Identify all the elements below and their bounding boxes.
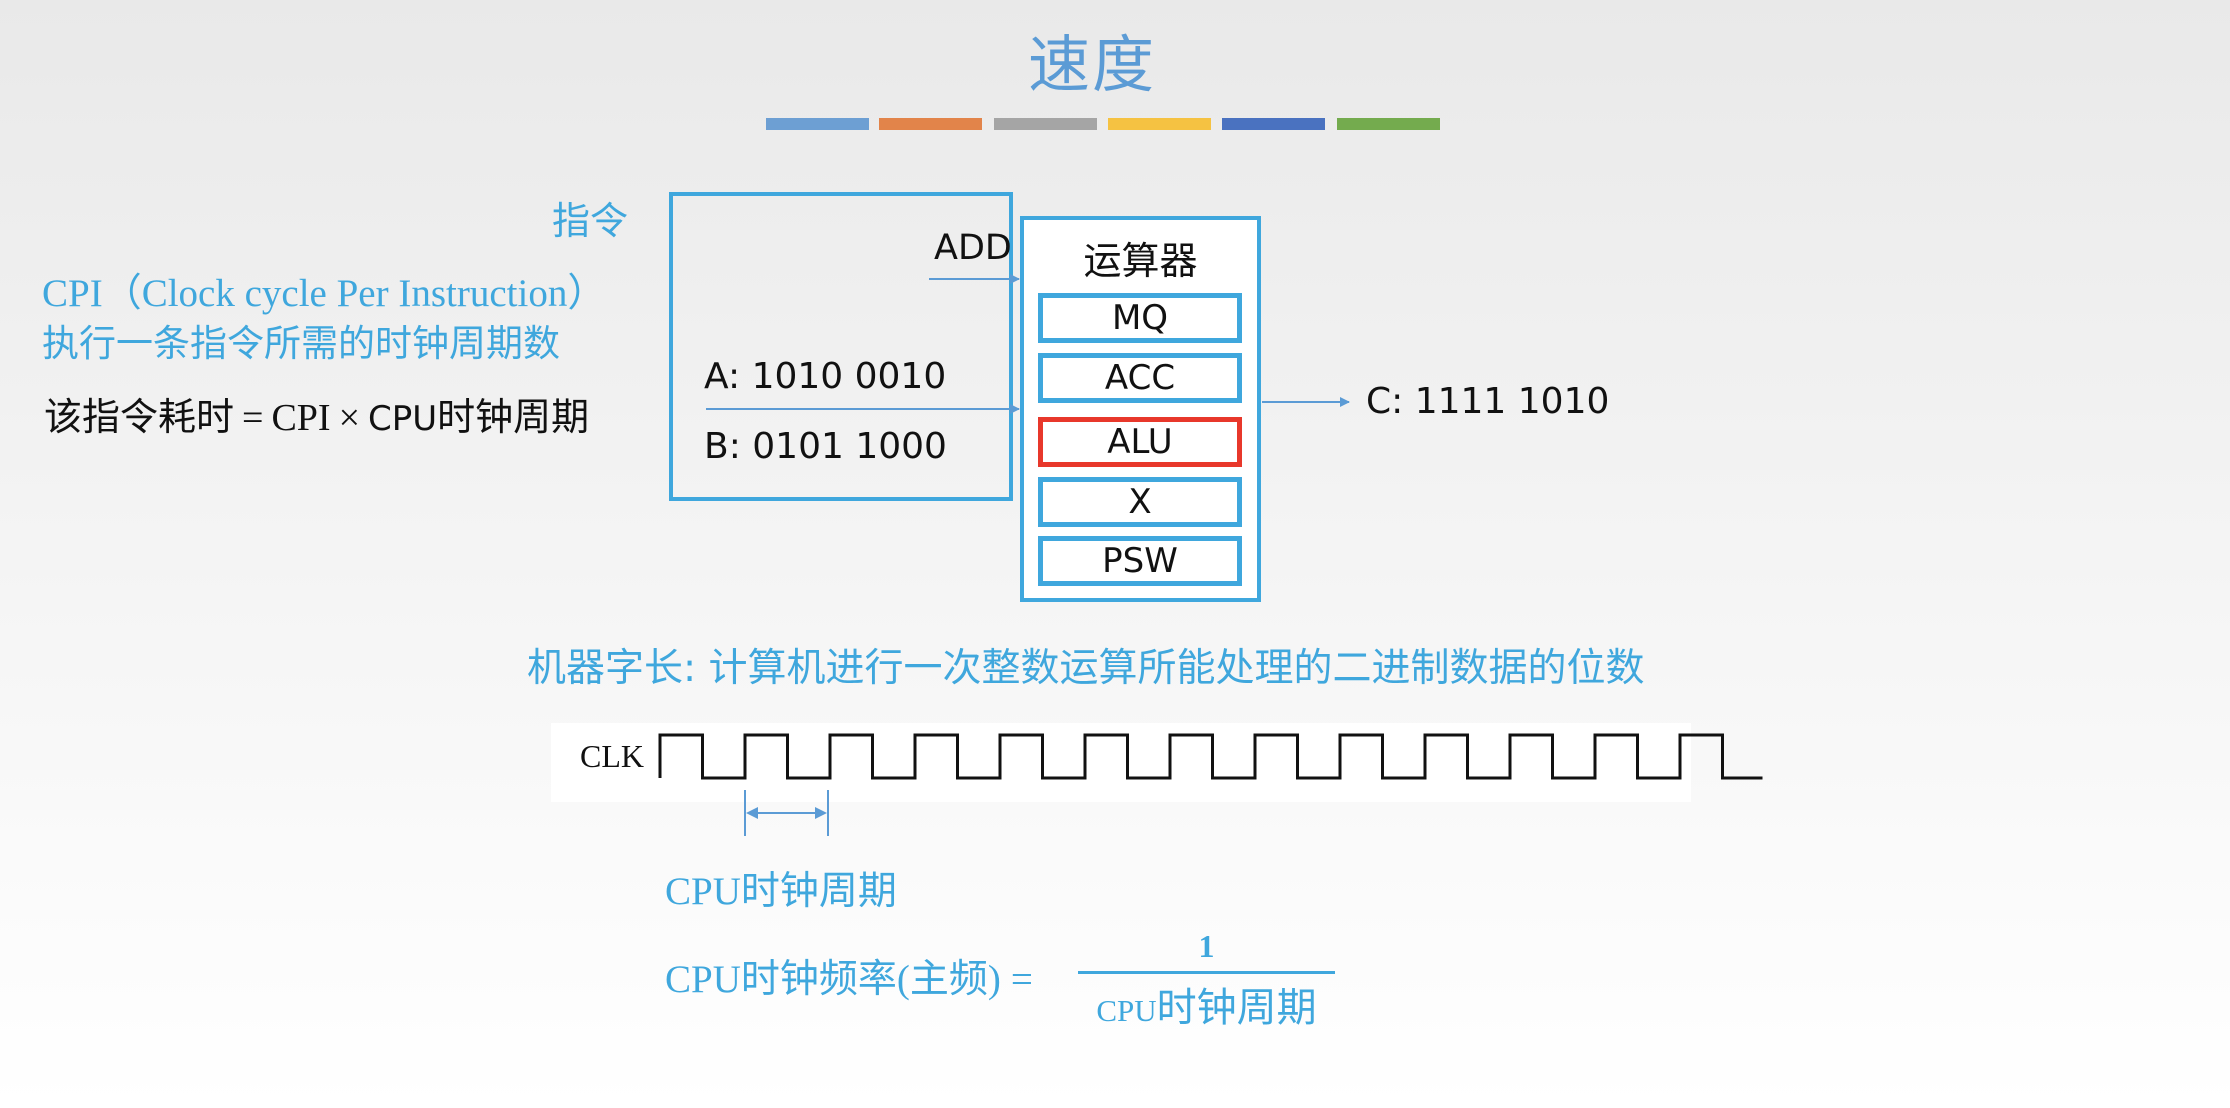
page-title: 速度	[1027, 28, 1156, 101]
divider-bar-2	[879, 118, 982, 130]
cpu-clock-period-text: CPU时钟周期	[665, 870, 897, 913]
add-label: ADD	[934, 228, 1012, 268]
clock-label: CLK	[580, 738, 644, 774]
denominator-cpu: CPU	[1096, 993, 1157, 1028]
register-psw: PSW	[1038, 536, 1242, 586]
divider-bar-6	[1337, 118, 1440, 130]
clock-panel	[551, 723, 1691, 802]
denominator-rest: 时钟周期	[1156, 985, 1317, 1031]
frequency-formula-lhs: CPU时钟频率(主频)=	[665, 948, 1033, 1004]
register-x: X	[1038, 477, 1242, 527]
period-arrowhead-right	[815, 807, 827, 819]
divider-bar-3	[994, 118, 1097, 130]
operand-a: A: 1010 0010	[704, 356, 947, 397]
frequency-lhs: CPU时钟频率(主频)	[665, 958, 1001, 1001]
register-mq: MQ	[1038, 293, 1242, 343]
word-length-definition: 机器字长: 计算机进行一次整数运算所能处理的二进制数据的位数	[527, 646, 1645, 691]
result-value: C: 1111 1010	[1366, 381, 1610, 422]
divider-bar-1	[766, 118, 869, 130]
divider-bar-5	[1222, 118, 1325, 130]
register-alu: ALU	[1038, 417, 1242, 467]
register-acc: ACC	[1038, 353, 1242, 403]
frequency-numerator: 1	[1198, 928, 1215, 964]
instruction-label: 指令	[552, 199, 629, 243]
formula-times: ×	[338, 397, 361, 439]
fraction-bar	[1078, 971, 1335, 974]
formula-prefix: 该指令耗时	[44, 395, 235, 439]
instruction-time-formula: 该指令耗时=CPI×CPU时钟周期	[44, 386, 589, 441]
frequency-denominator: CPU时钟周期	[1078, 975, 1335, 1033]
cpu-clock-period-label: CPU时钟周期	[665, 860, 897, 916]
alu-unit-title: 运算器	[1083, 239, 1198, 283]
operand-b: B: 0101 1000	[704, 426, 947, 467]
formula-cpi: CPI	[271, 397, 331, 439]
period-arrowhead-left	[746, 807, 758, 819]
cpi-definition: CPI（Clock cycle Per Instruction）	[42, 272, 607, 315]
frequency-equals: =	[1010, 958, 1033, 1001]
formula-equals: =	[242, 397, 264, 439]
operand-box	[669, 192, 1013, 501]
formula-suffix: 时钟周期	[437, 395, 590, 439]
divider-bar-4	[1108, 118, 1211, 130]
cpi-description: 执行一条指令所需的时钟周期数	[42, 322, 560, 365]
formula-cpu: CPU	[368, 399, 438, 439]
